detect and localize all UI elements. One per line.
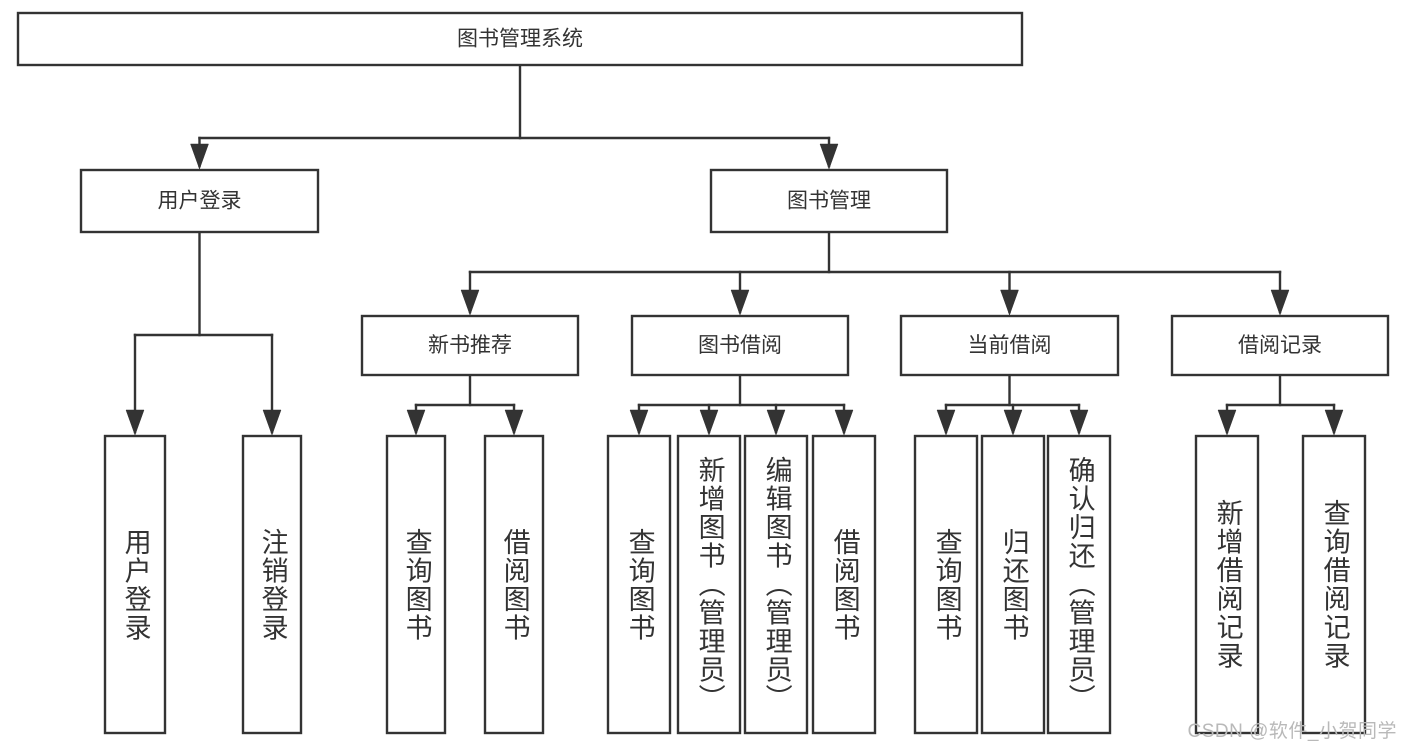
node-label: 用户登录 [158,190,242,213]
arrow-head-icon [1069,409,1089,436]
node-leaf-9[interactable] [980,434,1046,735]
arrow-head-icon [504,409,524,436]
node-level3-3[interactable] [1170,314,1390,377]
node-leaf-5[interactable] [676,434,742,735]
node-level2-0[interactable] [79,168,320,234]
arrow-head-icon [406,409,426,436]
arrow-head-icon [629,409,649,436]
node-label: 新书推荐 [428,334,512,357]
arrow-head-icon [766,409,786,436]
arrow-head-icon [834,409,854,436]
arrow-head-icon [1324,409,1344,436]
node-label: 借阅记录 [1238,334,1322,357]
node-leaf-0[interactable] [103,434,167,735]
arrow-head-icon [1000,289,1019,316]
arrow-head-icon [460,289,480,316]
arrow-head-icon [1270,289,1290,316]
node-level3-0[interactable] [360,314,580,377]
node-label: 当前借阅 [968,334,1052,357]
node-leaf-6[interactable] [743,434,809,735]
node-level3-1[interactable] [630,314,850,377]
arrow-head-icon [819,143,839,170]
arrow-head-icon [1003,409,1023,436]
arrow-head-icon [190,143,209,170]
arrow-head-icon [125,409,145,436]
node-leaf-4[interactable] [606,434,672,735]
node-level2-1[interactable] [709,168,949,234]
connector-layer [125,63,1344,436]
node-label: 图书管理系统 [457,28,583,51]
node-label: 图书借阅 [698,334,782,357]
node-leaf-12[interactable] [1301,434,1367,735]
node-leaf-2[interactable] [385,434,447,735]
node-leaf-7[interactable] [811,434,877,735]
node-root[interactable] [16,11,1024,67]
node-label: 图书管理 [787,190,871,213]
node-leaf-3[interactable] [483,434,545,735]
arrow-head-icon [730,289,750,316]
arrow-head-icon [262,409,282,436]
node-leaf-11[interactable] [1194,434,1260,735]
arrow-head-icon [699,409,719,436]
node-leaf-1[interactable] [241,434,303,735]
arrow-head-icon [1217,409,1237,436]
arrow-head-icon [936,409,956,436]
node-leaf-8[interactable] [913,434,979,735]
watermark-text: CSDN @软件_小贺同学 [1187,721,1397,742]
node-level3-2[interactable] [899,314,1120,377]
node-leaf-10[interactable] [1046,434,1112,735]
